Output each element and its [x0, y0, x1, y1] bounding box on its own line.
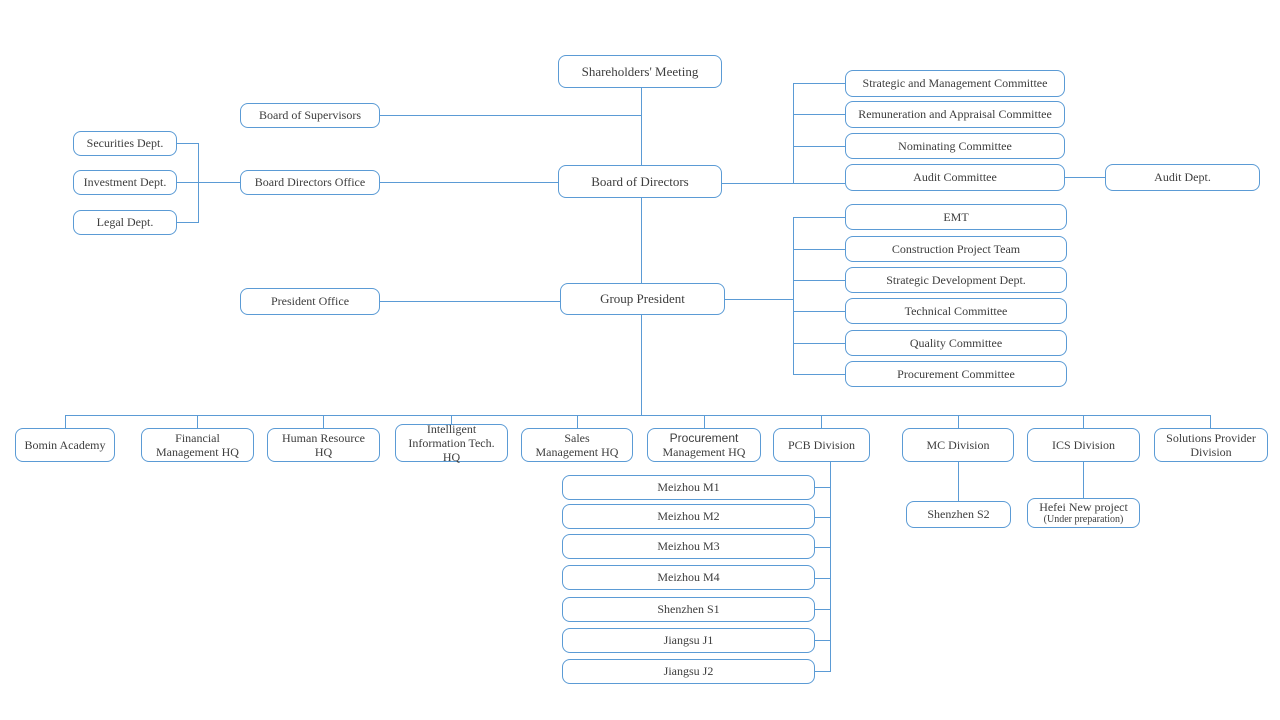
connector	[65, 415, 1211, 416]
node-remuneration-appraisal-committee: Remuneration and Appraisal Committee	[845, 101, 1065, 128]
node-mc-division: MC Division	[902, 428, 1014, 462]
connector	[641, 315, 642, 415]
connector	[793, 83, 845, 84]
connector	[380, 115, 641, 116]
connector	[793, 83, 794, 184]
connector	[451, 415, 452, 424]
connector	[197, 415, 198, 428]
node-meizhou-m1: Meizhou M1	[562, 475, 815, 500]
node-shareholders-meeting: Shareholders' Meeting	[558, 55, 722, 88]
connector	[1083, 415, 1084, 428]
node-board-of-supervisors: Board of Supervisors	[240, 103, 380, 128]
node-meizhou-m3: Meizhou M3	[562, 534, 815, 559]
node-jiangsu-j1: Jiangsu J1	[562, 628, 815, 653]
connector	[641, 198, 642, 283]
connector	[641, 88, 642, 165]
node-technical-committee: Technical Committee	[845, 298, 1067, 324]
connector	[793, 217, 845, 218]
connector	[821, 415, 822, 428]
connector	[380, 301, 560, 302]
connector	[722, 183, 845, 184]
procurement-hq-line1: Procurement	[669, 430, 739, 445]
connector	[177, 143, 198, 144]
connector	[793, 343, 845, 344]
node-securities-dept: Securities Dept.	[73, 131, 177, 156]
node-quality-committee: Quality Committee	[845, 330, 1067, 356]
connector	[1065, 177, 1105, 178]
node-investment-dept: Investment Dept.	[73, 170, 177, 195]
node-audit-committee: Audit Committee	[845, 164, 1065, 191]
node-solutions-provider-division: Solutions Provider Division	[1154, 428, 1268, 462]
node-sales-management-hq: Sales Management HQ	[521, 428, 633, 462]
connector	[177, 182, 240, 183]
connector	[815, 640, 830, 641]
connector	[1083, 462, 1084, 498]
node-strategic-management-committee: Strategic and Management Committee	[845, 70, 1065, 97]
node-procurement-committee: Procurement Committee	[845, 361, 1067, 387]
connector	[958, 462, 959, 501]
hefei-line1: Hefei New project	[1039, 500, 1128, 515]
connector	[793, 114, 845, 115]
node-human-resource-hq: Human Resource HQ	[267, 428, 380, 462]
connector	[65, 415, 66, 428]
node-hefei-new-project: Hefei New project (Under preparation)	[1027, 498, 1140, 528]
node-board-directors-office: Board Directors Office	[240, 170, 380, 195]
node-pcb-division: PCB Division	[773, 428, 870, 462]
connector	[815, 578, 830, 579]
node-emt: EMT	[845, 204, 1067, 230]
connector	[725, 299, 793, 300]
procurement-hq-line2: Management HQ	[662, 445, 746, 459]
node-jiangsu-j2: Jiangsu J2	[562, 659, 815, 684]
node-meizhou-m4: Meizhou M4	[562, 565, 815, 590]
node-president-office: President Office	[240, 288, 380, 315]
node-ics-division: ICS Division	[1027, 428, 1140, 462]
node-nominating-committee: Nominating Committee	[845, 133, 1065, 159]
node-construction-project-team: Construction Project Team	[845, 236, 1067, 262]
node-group-president: Group President	[560, 283, 725, 315]
connector	[704, 415, 705, 428]
connector	[177, 222, 198, 223]
connector	[815, 517, 830, 518]
connector	[830, 462, 831, 672]
connector	[323, 415, 324, 428]
connector	[380, 182, 558, 183]
connector	[577, 415, 578, 428]
connector	[793, 249, 845, 250]
connector	[793, 280, 845, 281]
connector	[793, 311, 845, 312]
connector	[793, 217, 794, 374]
connector	[958, 415, 959, 428]
connector	[815, 609, 830, 610]
node-procurement-management-hq: Procurement Management HQ	[647, 428, 761, 462]
connector	[793, 374, 845, 375]
node-audit-dept: Audit Dept.	[1105, 164, 1260, 191]
connector	[815, 671, 830, 672]
hefei-line2: (Under preparation)	[1043, 514, 1124, 526]
connector	[815, 487, 830, 488]
node-shenzhen-s1: Shenzhen S1	[562, 597, 815, 622]
node-shenzhen-s2: Shenzhen S2	[906, 501, 1011, 528]
node-legal-dept: Legal Dept.	[73, 210, 177, 235]
node-strategic-development-dept: Strategic Development Dept.	[845, 267, 1067, 293]
node-board-of-directors: Board of Directors	[558, 165, 722, 198]
node-bomin-academy: Bomin Academy	[15, 428, 115, 462]
node-intelligent-information-tech-hq: Intelligent Information Tech. HQ	[395, 422, 508, 464]
node-financial-management-hq: Financial Management HQ	[141, 428, 254, 462]
connector	[793, 146, 845, 147]
connector	[815, 547, 830, 548]
connector	[1210, 415, 1211, 428]
node-meizhou-m2: Meizhou M2	[562, 504, 815, 529]
connector	[198, 143, 199, 223]
